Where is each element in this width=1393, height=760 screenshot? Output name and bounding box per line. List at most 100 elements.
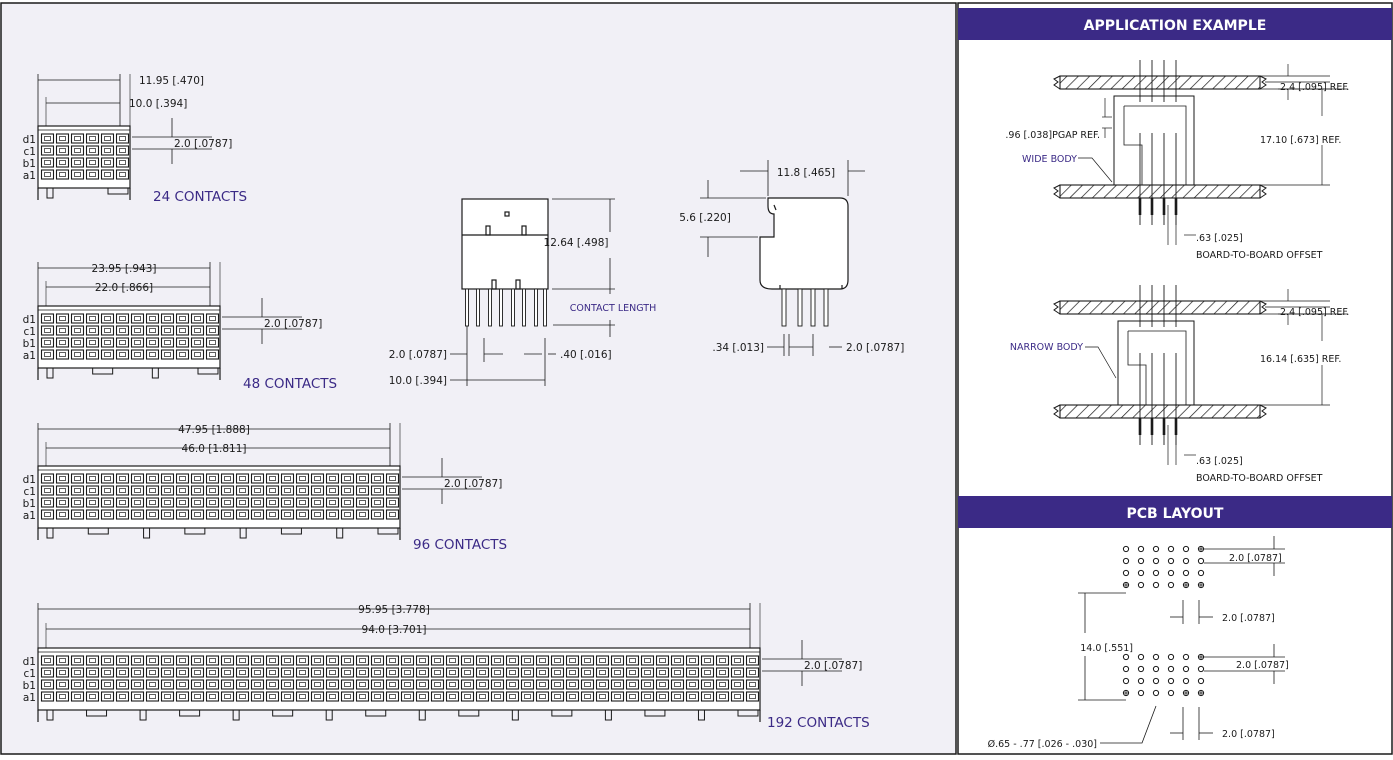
pcb-hole [1182, 569, 1190, 577]
side-offset-label: .34 [.013] [712, 342, 764, 354]
app-top-height-label: 17.10 [.673] REF. [1260, 135, 1341, 146]
contact-cell [145, 655, 160, 666]
front-span-label: 10.0 [.394] [389, 375, 447, 387]
contact-cell [130, 679, 145, 690]
row-label-d1: d1 [23, 314, 36, 326]
contact-cell [250, 497, 265, 508]
contact-cell [175, 679, 190, 690]
pcb-hole-diameter: Ø.65 - .77 [.026 - .030] [988, 739, 1097, 750]
app-top-gap-label: .96 [.038]PGAP REF. [1005, 130, 1100, 141]
contact-cell [85, 337, 100, 348]
pcb-hole [1167, 677, 1175, 685]
contact-cell [235, 667, 250, 678]
pin [488, 288, 492, 327]
contact-cell [220, 485, 235, 496]
contact-cell [250, 679, 265, 690]
contact-cell [520, 667, 535, 678]
contact-cell [40, 655, 55, 666]
pcb-hole [1197, 557, 1205, 565]
contact-cell [295, 473, 310, 484]
contact-cell [715, 691, 730, 702]
contact-cell [310, 655, 325, 666]
pcb-pitch-h-bottom: 2.0 [.0787] [1222, 729, 1275, 740]
contact-cell [100, 473, 115, 484]
contact-cell [145, 667, 160, 678]
row-label-c1: c1 [24, 486, 36, 498]
contact-cell [730, 655, 745, 666]
pcb-hole [1137, 653, 1145, 661]
contact-cell [115, 485, 130, 496]
contact-cell [325, 679, 340, 690]
contact-cell [460, 679, 475, 690]
contact-cell [280, 655, 295, 666]
contact-cell [40, 509, 55, 520]
pin [781, 288, 787, 327]
contact-cell [250, 485, 265, 496]
contact-cell [205, 325, 220, 336]
app-bottom-offset-note: BOARD-TO-BOARD OFFSET [1196, 473, 1323, 484]
contact-cell [430, 679, 445, 690]
contact-cell [160, 349, 175, 360]
contact-cell [595, 679, 610, 690]
contact-cell [85, 497, 100, 508]
contact-cell [235, 679, 250, 690]
contact-cell [175, 655, 190, 666]
contact-cell [385, 473, 400, 484]
pin-width-label: .40 [.016] [560, 349, 612, 361]
contact-cell [55, 509, 70, 520]
contact-cell [40, 679, 55, 690]
contact-cell [70, 133, 85, 144]
contact-cell [100, 337, 115, 348]
contact-cell [205, 485, 220, 496]
contact-cell [100, 667, 115, 678]
row-label-a1: a1 [23, 350, 36, 362]
contact-cell [100, 655, 115, 666]
contact-cell [40, 313, 55, 324]
contact-cell [445, 655, 460, 666]
contact-cell [355, 485, 370, 496]
pcb-hole [1167, 569, 1175, 577]
board-stack [1053, 60, 1348, 245]
contact-cell [430, 667, 445, 678]
contact-cell [190, 497, 205, 508]
contact-cell [250, 655, 265, 666]
contact-cell [280, 509, 295, 520]
contact-cell [745, 655, 760, 666]
pcb-pitch-v-top: 2.0 [.0787] [1229, 553, 1282, 564]
pcb-hole [1182, 653, 1190, 661]
contact-cell [610, 679, 625, 690]
contact-cell [340, 655, 355, 666]
contact-cell [220, 497, 235, 508]
contact-cell [175, 325, 190, 336]
contact-cell [70, 313, 85, 324]
row-label-d1: d1 [23, 474, 36, 486]
contact-cell [235, 655, 250, 666]
contact-cell [325, 691, 340, 702]
contact-cell [115, 349, 130, 360]
contact-cell [595, 655, 610, 666]
contact-cell [55, 473, 70, 484]
contact-cell [85, 691, 100, 702]
contact-cell [625, 679, 640, 690]
contact-cell [85, 655, 100, 666]
narrow-body-label: NARROW BODY [1010, 342, 1083, 353]
contact-cell [70, 325, 85, 336]
contact-cell [325, 473, 340, 484]
contact-cell [640, 667, 655, 678]
app-top-board-label: 2.4 [.095] REF. [1280, 82, 1349, 93]
contact-cell [70, 337, 85, 348]
contact-cell [160, 313, 175, 324]
contact-cell [730, 691, 745, 702]
contact-cell [85, 349, 100, 360]
contact-cell [55, 667, 70, 678]
contact-cell [295, 655, 310, 666]
contact-count-label: 24 CONTACTS [153, 189, 247, 205]
row-label-d1: d1 [23, 134, 36, 146]
contact-cell [355, 497, 370, 508]
contact-cell [160, 485, 175, 496]
contact-cell [685, 655, 700, 666]
contact-cell [580, 667, 595, 678]
contact-cell [595, 691, 610, 702]
